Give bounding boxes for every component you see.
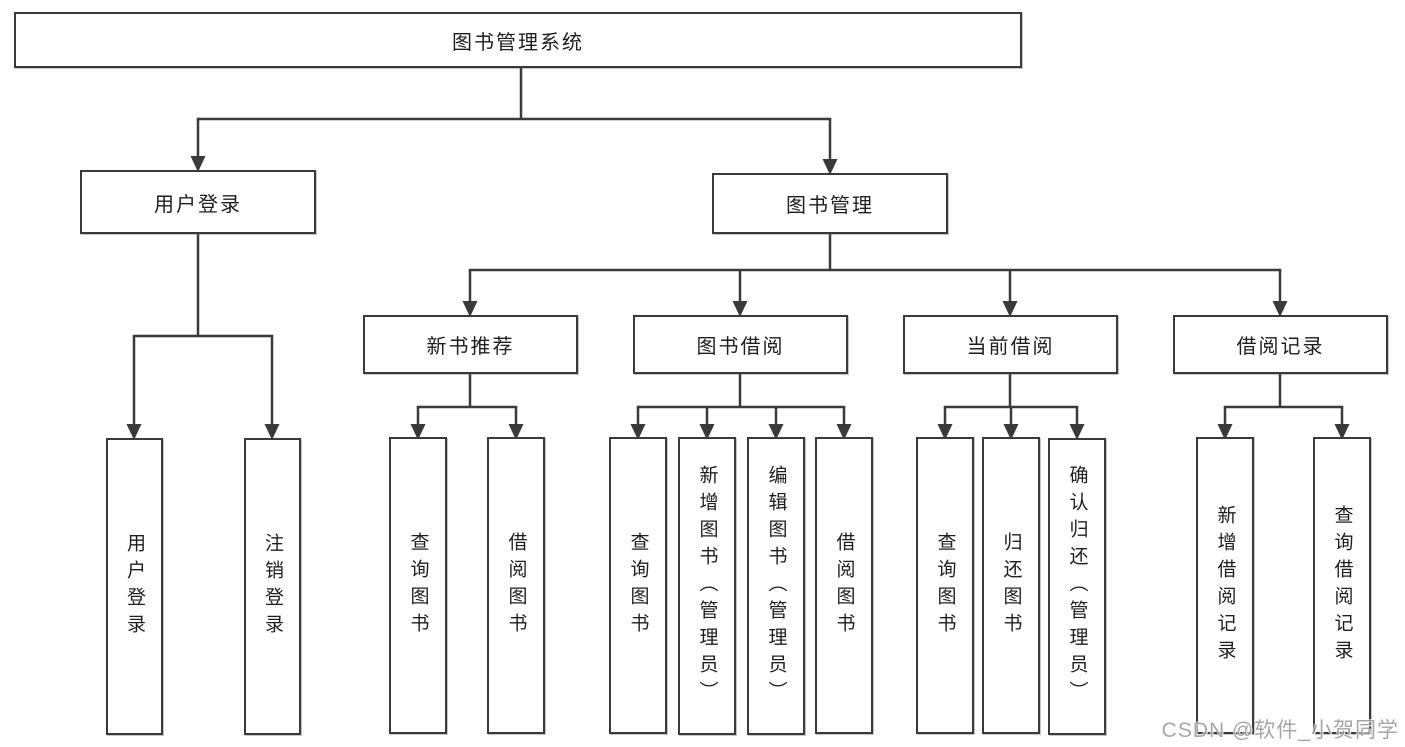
node-book-management: 图书管理 [712,173,948,234]
leaf-borrow-books-recommend: 借阅图书 [487,437,545,734]
leaf-user-login: 用户登录 [106,438,163,735]
node-borrowing-records: 借阅记录 [1173,315,1388,374]
node-new-book-recommend: 新书推荐 [363,315,578,374]
node-user-login: 用户登录 [80,170,316,234]
csdn-watermark: CSDN @软件_小贺同学 [1161,719,1399,742]
leaf-confirm-return-admin: 确认归还（管理员） [1048,438,1106,735]
leaf-edit-books-admin: 编辑图书（管理员） [747,437,805,735]
leaf-borrow-books-borrowing: 借阅图书 [815,437,873,734]
leaf-add-borrow-record: 新增借阅记录 [1196,437,1254,734]
node-book-borrowing: 图书借阅 [633,315,848,374]
leaf-add-books-admin: 新增图书（管理员） [678,437,736,735]
leaf-query-borrow-record: 查询借阅记录 [1313,437,1371,734]
leaf-return-books: 归还图书 [982,437,1040,734]
node-library-system: 图书管理系统 [14,12,1022,68]
leaf-query-books-recommend: 查询图书 [389,437,447,734]
leaf-query-books-borrowing: 查询图书 [609,437,667,734]
leaf-logout: 注销登录 [244,438,301,735]
leaf-query-books-current: 查询图书 [916,437,974,734]
node-current-borrowing: 当前借阅 [903,315,1118,374]
